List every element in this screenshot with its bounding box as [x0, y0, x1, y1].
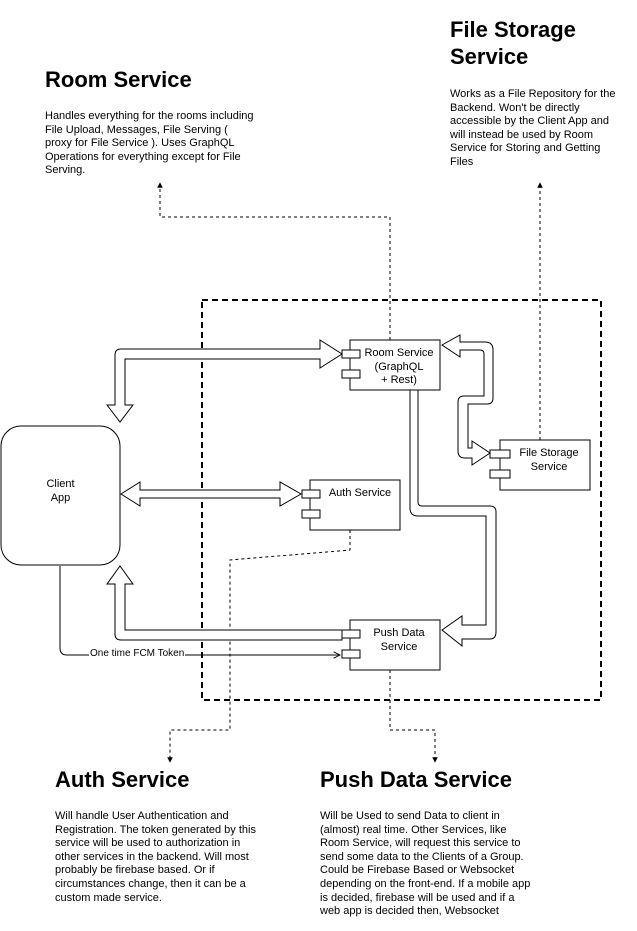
fcm-token-label: One time FCM Token — [89, 648, 186, 660]
room-service-box — [341, 339, 441, 391]
client-app-box — [0, 425, 121, 566]
push-data-description: Will be Used to send Data to client in (… — [320, 810, 531, 918]
push-annotation-connector — [389, 670, 438, 763]
fcm-token-connector — [59, 566, 340, 655]
auth-service-label: Auth Service — [328, 487, 392, 499]
room-annotation-connector — [157, 182, 391, 340]
room-service-description: Handles everything for the rooms includi… — [45, 110, 254, 177]
auth-service-box — [301, 479, 401, 531]
auth-service-heading: Auth Service — [55, 767, 190, 792]
room-push-arrow — [409, 389, 497, 648]
auth-annotation-connector — [167, 530, 351, 763]
push-client-arrow — [106, 565, 343, 641]
push-data-label: Push Data Service — [373, 627, 425, 653]
file-storage-label: File Storage Service — [519, 447, 579, 473]
file-storage-service-box — [489, 439, 591, 491]
push-data-heading: Push Data Service — [320, 767, 512, 792]
push-data-service-box — [341, 619, 441, 671]
file-storage-description: Works as a File Repository for the Backe… — [450, 88, 616, 168]
room-service-heading: Room Service — [45, 67, 192, 92]
auth-service-description: Will handle User Authentication and Regi… — [55, 810, 256, 904]
client-app-label: Client App — [46, 478, 75, 504]
client-auth-arrow — [120, 481, 303, 507]
room-file-storage-arrow — [441, 334, 494, 466]
client-room-arrow — [105, 339, 343, 423]
room-service-label: Room Service (GraphQL + Rest) — [364, 347, 434, 387]
file-storage-heading: File Storage Service — [450, 17, 576, 69]
